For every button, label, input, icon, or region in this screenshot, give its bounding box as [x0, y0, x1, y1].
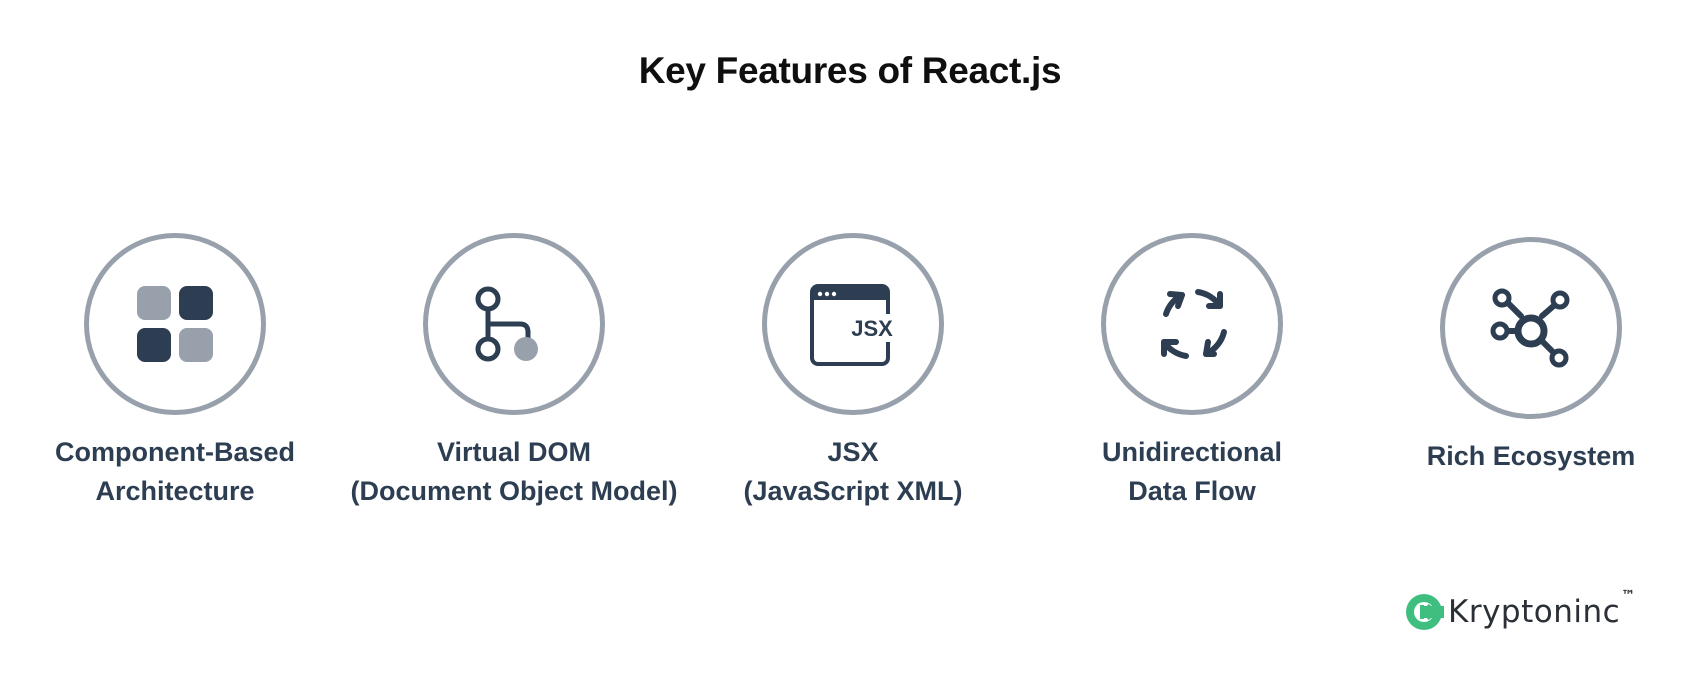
feature-label-line2: (JavaScript XML): [743, 476, 963, 506]
feature-label: Virtual DOM (Document Object Model): [324, 433, 704, 511]
jsx-window-icon: JSX: [810, 284, 897, 366]
kryptoninc-logo-icon: [1406, 594, 1444, 630]
feature-virtual-dom: Virtual DOM (Document Object Model): [324, 233, 704, 511]
feature-label: Component-Based Architecture: [0, 433, 365, 511]
feature-label-line1: Component-Based: [54, 437, 295, 467]
network-hub-icon: [1490, 288, 1570, 368]
feature-circle: [1440, 237, 1622, 419]
feature-label-line2: Data Flow: [1128, 476, 1256, 506]
feature-label-line1: JSX: [827, 437, 879, 467]
feature-circle: [423, 233, 605, 415]
feature-label-line2: Architecture: [95, 476, 255, 506]
feature-label-line1: Rich Ecosystem: [1426, 441, 1636, 471]
refresh-arrows-icon: [1161, 289, 1227, 359]
feature-jsx: JSX JSX (JavaScript XML): [663, 233, 1043, 511]
feature-circle: [1101, 233, 1283, 415]
feature-label-line1: Virtual DOM: [436, 437, 592, 467]
feature-circle: [84, 233, 266, 415]
brand-logo: Kryptoninc ™: [1404, 588, 1635, 636]
feature-unidirectional-data-flow: Unidirectional Data Flow: [1002, 233, 1382, 511]
feature-component-based: Component-Based Architecture: [0, 233, 365, 511]
feature-label: Unidirectional Data Flow: [1002, 433, 1382, 511]
feature-circle: JSX: [762, 233, 944, 415]
brand-trademark: ™: [1621, 588, 1636, 604]
feature-rich-ecosystem: Rich Ecosystem: [1341, 237, 1700, 476]
feature-label-line2: (Document Object Model): [350, 476, 678, 506]
feature-label-line1: Unidirectional: [1101, 437, 1283, 467]
git-branch-icon: [475, 286, 538, 362]
brand-name: Kryptoninc: [1448, 594, 1621, 630]
jsx-icon-text: JSX: [851, 316, 893, 341]
feature-label: JSX (JavaScript XML): [663, 433, 1043, 511]
component-grid-icon: [137, 286, 213, 362]
page-title: Key Features of React.js: [638, 50, 1062, 91]
feature-label: Rich Ecosystem: [1341, 437, 1700, 476]
